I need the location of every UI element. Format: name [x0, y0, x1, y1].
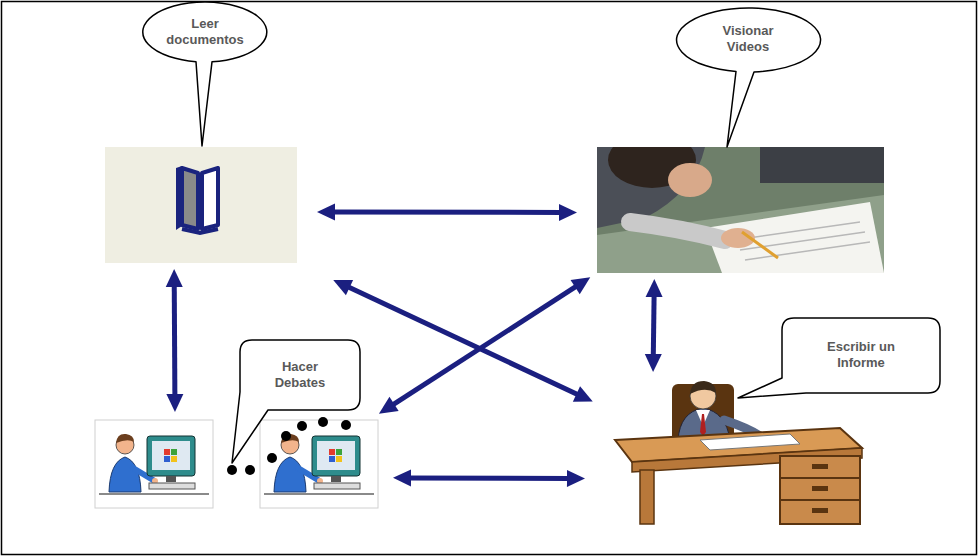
arrow-head — [559, 204, 577, 221]
connector-arrow — [379, 277, 590, 413]
connector-line — [651, 294, 657, 357]
speech-bubble — [143, 2, 267, 146]
arrow-head — [393, 469, 411, 486]
arrow-head — [317, 204, 335, 221]
computer-user-icon — [95, 420, 213, 508]
connector-line — [172, 284, 178, 397]
arrow-head — [646, 279, 663, 297]
speech-bubbles — [143, 2, 940, 463]
book-icon — [105, 147, 297, 263]
office-worker-clipart — [615, 381, 862, 524]
connector-line — [332, 210, 562, 215]
classroom-photo — [597, 147, 884, 273]
callout-text-box: Leer documentos — [163, 10, 247, 54]
speech-bubble — [677, 8, 821, 147]
arrow-head — [645, 354, 662, 372]
callout-text: Visionar Videos — [708, 23, 788, 56]
arrow-head — [567, 470, 585, 487]
callout-text: Hacer Debates — [260, 359, 340, 392]
arrow-head — [333, 280, 353, 295]
activity-node: Hacer Debates — [88, 418, 378, 510]
arrow-head — [571, 277, 591, 294]
computer-user-icon — [260, 420, 378, 508]
connector-arrow — [645, 279, 663, 372]
connector-arrow — [393, 469, 585, 486]
callout-text-box: Visionar Videos — [708, 16, 788, 62]
callout-text: Leer documentos — [163, 16, 247, 49]
activity-node: Visionar Videos — [597, 147, 884, 273]
arrow-head — [379, 397, 399, 414]
speech-bubble — [738, 318, 940, 398]
connector-line — [392, 285, 578, 405]
callout-text-box: Escribir un Informe — [816, 334, 906, 376]
arrow-head — [573, 386, 593, 401]
callout-text-box: Hacer Debates — [260, 353, 340, 397]
activity-node: Escribir un Informe — [600, 378, 865, 528]
connector-arrow — [317, 204, 577, 221]
callout-text: Escribir un Informe — [816, 339, 906, 372]
arrow-head — [166, 394, 183, 412]
arrow-head — [166, 269, 183, 287]
connector-line — [347, 286, 579, 395]
activity-node: Leer documentos — [105, 147, 297, 263]
connector-arrow — [166, 269, 184, 412]
speech-bubble — [232, 340, 360, 463]
connector-line — [408, 475, 570, 481]
